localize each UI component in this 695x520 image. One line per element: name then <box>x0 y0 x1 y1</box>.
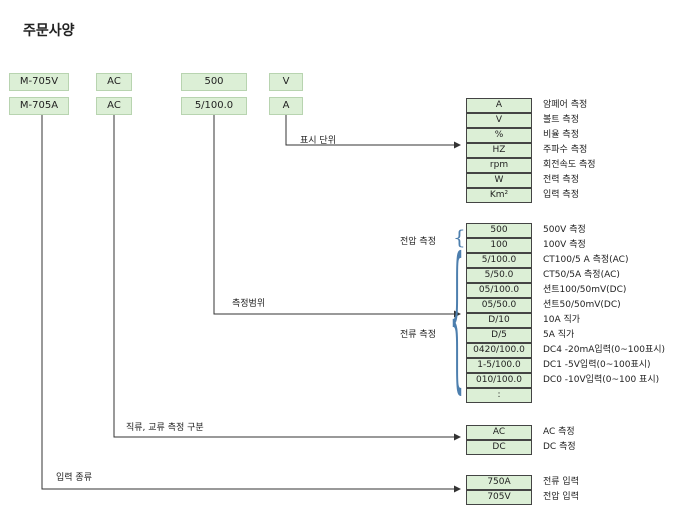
range-code-cell: 100 <box>466 238 532 253</box>
page-title: 주문사양 <box>23 23 75 39</box>
range-desc: DC0 -10V입력(0~100 표시) <box>543 375 660 385</box>
range-label: 측정범위 <box>232 299 266 309</box>
acdc-code-cell: DC <box>466 440 532 455</box>
range-desc: DC4 -20mA입력(0~100표시) <box>543 345 666 355</box>
unit-desc: 암페어 측정 <box>543 100 588 110</box>
range-desc: CT50/5A 측정(AC) <box>543 270 620 280</box>
model-code-v: M-705V <box>9 73 69 91</box>
unit-code-cell: A <box>466 98 532 113</box>
range-code-cell: 0420/100.0 <box>466 343 532 358</box>
unit-desc: 주파수 측정 <box>543 145 588 155</box>
unit-desc: 입력 측정 <box>543 190 579 200</box>
range-desc: DC1 -5V입력(0~100표시) <box>543 360 651 370</box>
acdc-connector <box>113 115 461 441</box>
range-code-cell: D/10 <box>466 313 532 328</box>
range-code-cell: 5/50.0 <box>466 268 532 283</box>
range-code-cell: 5/100.0 <box>466 253 532 268</box>
unit-code-cell: % <box>466 128 532 143</box>
current-label: 전류 측정 <box>400 330 436 340</box>
range-code-cell: 05/50.0 <box>466 298 532 313</box>
range-desc: 션트100/50mV(DC) <box>543 285 627 295</box>
input-label: 입력 종류 <box>56 473 92 483</box>
acdc-desc: DC 측정 <box>543 442 576 452</box>
input-desc: 전류 입력 <box>543 477 579 487</box>
unit-label: 표시 단위 <box>300 136 336 146</box>
voltage-brace: { <box>453 225 466 249</box>
acdc-code-cell: AC <box>466 425 532 440</box>
range-code-cell: 1-5/100.0 <box>466 358 532 373</box>
range-code-cell: D/5 <box>466 328 532 343</box>
range-desc: 10A 직가 <box>543 315 581 325</box>
acdc-code-1: AC <box>96 73 132 91</box>
unit-code-2: A <box>269 97 303 115</box>
range-code-1: 500 <box>181 73 247 91</box>
range-code-2: 5/100.0 <box>181 97 247 115</box>
unit-desc: 볼트 측정 <box>543 115 579 125</box>
range-code-cell: 500 <box>466 223 532 238</box>
unit-code-cell: rpm <box>466 158 532 173</box>
input-code-cell: 705V <box>466 490 532 505</box>
input-code-cell: 750A <box>466 475 532 490</box>
range-desc: 션트50/50mV(DC) <box>543 300 621 310</box>
model-code-a: M-705A <box>9 97 69 115</box>
unit-code-cell: V <box>466 113 532 128</box>
range-connector <box>213 115 461 318</box>
acdc-code-2: AC <box>96 97 132 115</box>
input-desc: 전압 입력 <box>543 492 579 502</box>
current-brace: { <box>450 233 464 414</box>
acdc-label: 직류, 교류 측정 구분 <box>126 423 204 433</box>
voltage-label: 전압 측정 <box>400 237 436 247</box>
acdc-desc: AC 측정 <box>543 427 575 437</box>
unit-code-1: V <box>269 73 303 91</box>
range-desc: 500V 측정 <box>543 225 586 235</box>
input-connector <box>41 115 461 493</box>
range-code-cell: 010/100.0 <box>466 373 532 388</box>
unit-connector <box>285 115 461 149</box>
range-code-cell: 05/100.0 <box>466 283 532 298</box>
range-desc: 5A 직가 <box>543 330 575 340</box>
unit-code-cell: HZ <box>466 143 532 158</box>
unit-code-cell: Km² <box>466 188 532 203</box>
unit-desc: 전력 측정 <box>543 175 579 185</box>
unit-desc: 비율 측정 <box>543 130 579 140</box>
range-desc: 100V 측정 <box>543 240 586 250</box>
range-code-cell: : <box>466 388 532 403</box>
range-desc: CT100/5 A 측정(AC) <box>543 255 629 265</box>
unit-code-cell: W <box>466 173 532 188</box>
unit-desc: 회전속도 측정 <box>543 160 596 170</box>
